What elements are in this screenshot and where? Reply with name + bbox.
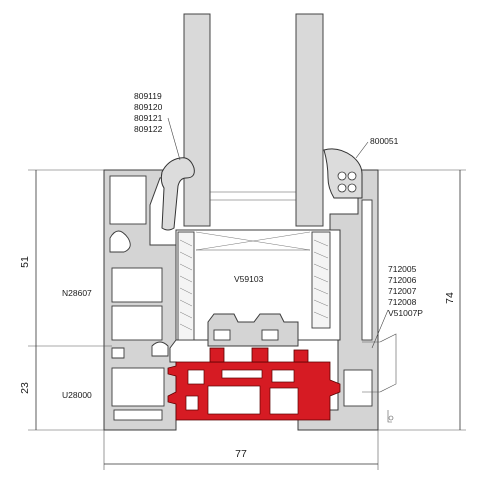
frame-chamber-3 [111, 367, 165, 407]
gasket-hole-1 [337, 171, 347, 181]
thermal-tab-1 [209, 347, 225, 363]
dim-upper-height: 51 [19, 256, 31, 268]
leader-outer-gasket [355, 141, 369, 159]
drainage-cap [362, 333, 397, 393]
drainage-code-2: 712006 [388, 275, 417, 285]
thermal-hole-1 [187, 369, 205, 385]
dim-lower-height: 23 [19, 382, 31, 394]
frame-clip-2 [151, 341, 169, 357]
thermal-hole-4 [271, 369, 295, 383]
glazing-bead-area [175, 229, 341, 341]
frame-chamber-4 [113, 409, 163, 421]
glazing-bead-code-3: 809121 [134, 113, 163, 123]
bead-slot-2 [261, 329, 279, 341]
leader-drainage [371, 309, 389, 349]
sill-code: U28000 [62, 390, 92, 400]
drainage-code-4: 712008 [388, 297, 417, 307]
glass-pane-left [183, 13, 211, 227]
leader-glazing-bead [167, 117, 181, 161]
glass-pane-right [295, 13, 324, 227]
bead-slot-1 [213, 329, 231, 341]
thermal-tab-3 [293, 349, 309, 363]
spacer-code: V59103 [234, 274, 264, 284]
drainage-code-3: 712007 [388, 286, 417, 296]
frame-chamber-2 [111, 305, 163, 341]
gasket-hole-4 [347, 183, 357, 193]
frame-clip [111, 347, 125, 359]
frame-code: N28607 [62, 288, 92, 298]
drainage-code-1: 712005 [388, 264, 417, 274]
thermal-hole-2 [221, 369, 263, 379]
frame-hook-left [109, 230, 131, 253]
inner-chamber-1 [343, 369, 373, 407]
glazing-bead-code-1: 809119 [134, 91, 162, 101]
inner-gasket [160, 157, 195, 231]
dim-total-height: 74 [444, 292, 456, 304]
insulation-hatch-left [177, 231, 195, 341]
thermal-hole-6 [185, 395, 199, 411]
drip-drop [388, 415, 394, 421]
gasket-hole-2 [347, 171, 357, 181]
insulation-hatch-right [311, 231, 331, 329]
glazing-bead-code-4: 809122 [134, 124, 163, 134]
frame-chamber-top [109, 175, 147, 225]
drip-mark [387, 410, 392, 423]
inner-chamber-slot [361, 199, 373, 341]
frame-chamber-1 [111, 267, 163, 303]
drainage-codes: 712005 712006 712007 712008 V51007P [388, 264, 423, 318]
spacer-diagonal-2 [195, 231, 311, 251]
thermal-hole-5 [269, 387, 299, 415]
thermal-tab-2 [251, 347, 269, 363]
outer-gasket-code: 800051 [370, 136, 399, 146]
gasket-hole-3 [337, 183, 347, 193]
glazing-bead-codes: 809119 809120 809121 809122 [134, 91, 163, 134]
glazing-bead-code-2: 809120 [134, 102, 163, 112]
thermal-hole-3 [207, 385, 261, 415]
drainage-code-5: V51007P [388, 308, 423, 318]
dim-total-width: 77 [235, 448, 247, 460]
